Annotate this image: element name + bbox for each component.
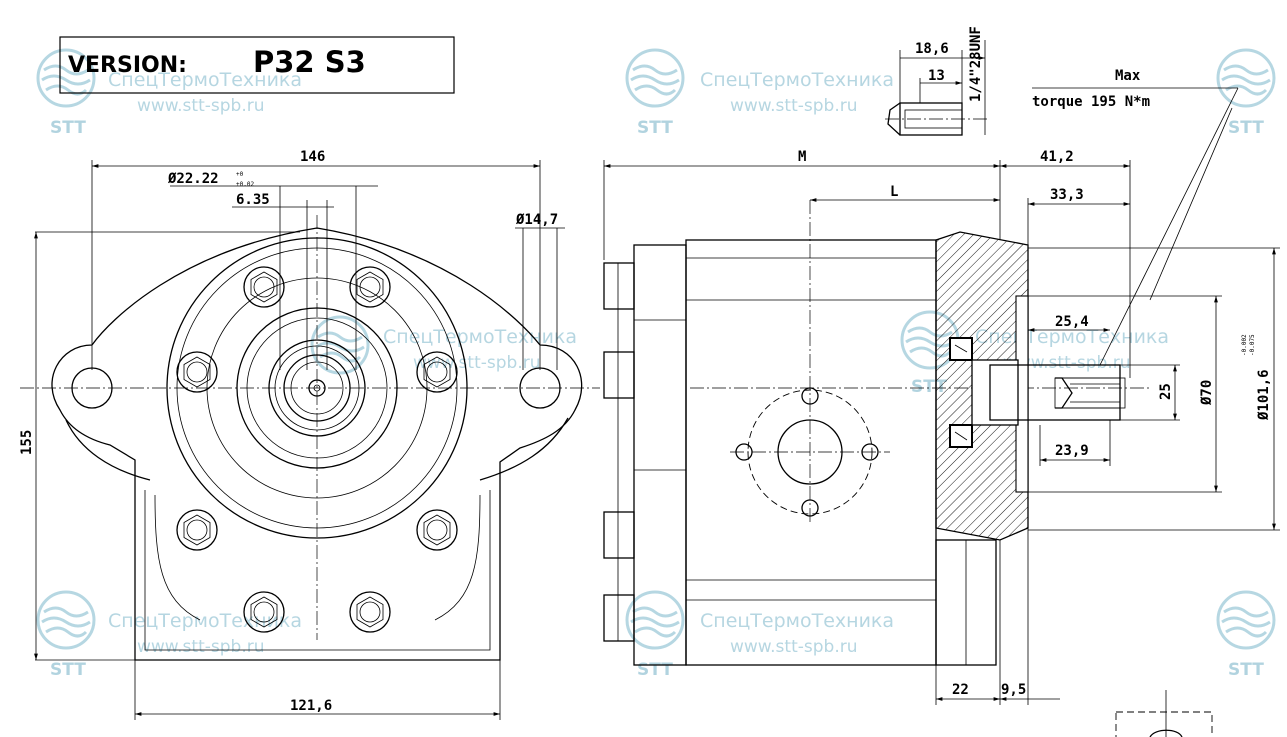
svg-text:STT: STT	[637, 660, 673, 680]
dim-13: 13	[928, 68, 945, 84]
bolt-head-icon	[416, 351, 458, 393]
note-max: Max	[1115, 68, 1141, 84]
version-box: VERSION: P32 S3	[59, 36, 455, 94]
bolt-head-icon	[349, 591, 391, 633]
dim-101-6: Ø101,6	[1256, 369, 1272, 421]
dim-bore: Ø22.22	[167, 171, 219, 187]
stt-logo-icon: STT	[625, 48, 685, 138]
svg-text:STT: STT	[637, 118, 673, 138]
svg-text:STT: STT	[1228, 118, 1264, 138]
dim-18-6: 18,6	[915, 41, 949, 57]
watermark-company: СпецТермоТехника	[108, 610, 302, 632]
thread-detail: 18,6 13 1/4"28UNF	[885, 26, 990, 136]
stt-logo-icon: STT	[36, 48, 96, 138]
watermark-url: www.stt-spb.ru	[730, 637, 857, 657]
watermark-url: www.stt-spb.ru	[137, 96, 264, 116]
svg-text:+0: +0	[236, 171, 244, 178]
watermark-company: СпецТермоТехника	[700, 69, 894, 91]
bolt-head-icon	[416, 509, 458, 551]
dim-33-3: 33,3	[1050, 187, 1084, 203]
version-label: VERSION:	[68, 53, 187, 78]
dim-25-4: 25,4	[1055, 314, 1089, 330]
svg-text:STT: STT	[50, 118, 86, 138]
dim-121-6: 121,6	[290, 698, 332, 714]
watermark-url: www.stt-spb.ru	[137, 637, 264, 657]
svg-text:-0.075: -0.075	[1249, 334, 1256, 356]
stt-logo-icon: STT	[1216, 48, 1276, 138]
bolt-head-icon	[349, 266, 391, 308]
dim-146: 146	[300, 149, 325, 165]
bolt-head-icon	[176, 351, 218, 393]
stt-logo-icon: STT	[1216, 590, 1276, 680]
dim-41-2: 41,2	[1040, 149, 1074, 165]
bolt-head-icon	[243, 266, 285, 308]
stt-logo-icon: STT	[625, 590, 685, 680]
stt-logo-icon: STT	[36, 590, 96, 680]
dim-23-9: 23,9	[1055, 443, 1089, 459]
watermark-url: www.stt-spb.ru	[1003, 353, 1130, 373]
version-value: P32 S3	[253, 45, 366, 79]
watermark-company: СпецТермоТехника	[700, 610, 894, 632]
stt-logo-icon	[310, 315, 370, 375]
side-view: M L 41,2 33,3 25,4 23,9 25 Ø70 Ø101,6 -0…	[603, 68, 1280, 705]
bolt-head-icon	[176, 509, 218, 551]
dim-25: 25	[1158, 383, 1174, 400]
dim-L: L	[890, 184, 898, 200]
svg-text:STT: STT	[1228, 660, 1264, 680]
svg-text:+0.02: +0.02	[236, 181, 254, 188]
front-view: 146 Ø22.22 +0 +0.02 6.35 Ø14,7 155 121,6	[19, 149, 600, 720]
dim-155: 155	[19, 430, 35, 455]
dim-22: 22	[952, 682, 969, 698]
dim-70: Ø70	[1199, 380, 1215, 406]
watermark-url: www.stt-spb.ru	[730, 96, 857, 116]
watermark-company: СпецТермоТехника	[383, 326, 577, 348]
watermark-url: www.stt-spb.ru	[413, 353, 540, 373]
dim-9-5: 9,5	[1001, 682, 1026, 698]
note-torque: torque 195 N*m	[1032, 94, 1150, 110]
dim-hole: Ø14,7	[515, 212, 558, 228]
svg-text:-0.002: -0.002	[1241, 334, 1248, 356]
partial-detail	[1115, 690, 1213, 737]
watermark-company: СпецТермоТехника	[108, 69, 302, 91]
svg-text:STT: STT	[50, 660, 86, 680]
dim-thread: 1/4"28UNF	[968, 26, 984, 102]
dim-M: M	[798, 149, 806, 165]
dim-key: 6.35	[236, 192, 270, 208]
bolt-head-icon	[243, 591, 285, 633]
